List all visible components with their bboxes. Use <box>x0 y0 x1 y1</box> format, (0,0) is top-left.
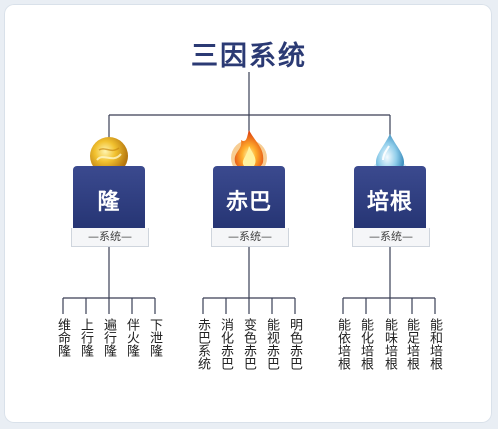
diagram-title: 三因系统 <box>191 41 307 72</box>
leaf-item: 能和培根 <box>427 318 442 370</box>
group-subtitle: —系统— <box>352 228 430 247</box>
group-card-chiba: 赤巴 —系统— <box>211 166 289 248</box>
leaf-item: 赤巴系统 <box>195 318 210 370</box>
group-subtitle: —系统— <box>211 228 289 247</box>
leaf-item: 上行隆 <box>78 318 93 357</box>
leaf-item: 变色赤巴 <box>241 318 256 370</box>
leaf-item: 明色赤巴 <box>287 318 302 370</box>
leaf-item: 能视赤巴 <box>264 318 279 370</box>
gold-orb-icon <box>90 137 128 175</box>
group-subtitle: —系统— <box>71 228 149 247</box>
group-plate <box>73 166 145 228</box>
leaf-item: 能依培根 <box>335 318 350 370</box>
leaf-item: 维命隆 <box>55 318 70 357</box>
group-plate <box>354 166 426 228</box>
leaf-item: 下泄隆 <box>147 318 162 357</box>
leaf-item: 伴火隆 <box>124 318 139 357</box>
leaf-item: 消化赤巴 <box>218 318 233 370</box>
leaf-item: 能味培根 <box>382 318 397 370</box>
group-label: 赤巴 <box>225 190 272 215</box>
group-card-long: 隆 —系统— <box>71 166 149 248</box>
group-plate <box>213 166 285 228</box>
leaf-item: 遍行隆 <box>101 318 116 357</box>
leaf-item: 能足培根 <box>404 318 419 370</box>
leaf-item: 能化培根 <box>358 318 373 370</box>
group-label: 培根 <box>366 190 413 215</box>
group-card-peigen: 培根 —系统— <box>352 166 430 248</box>
group-label: 隆 <box>97 190 121 215</box>
